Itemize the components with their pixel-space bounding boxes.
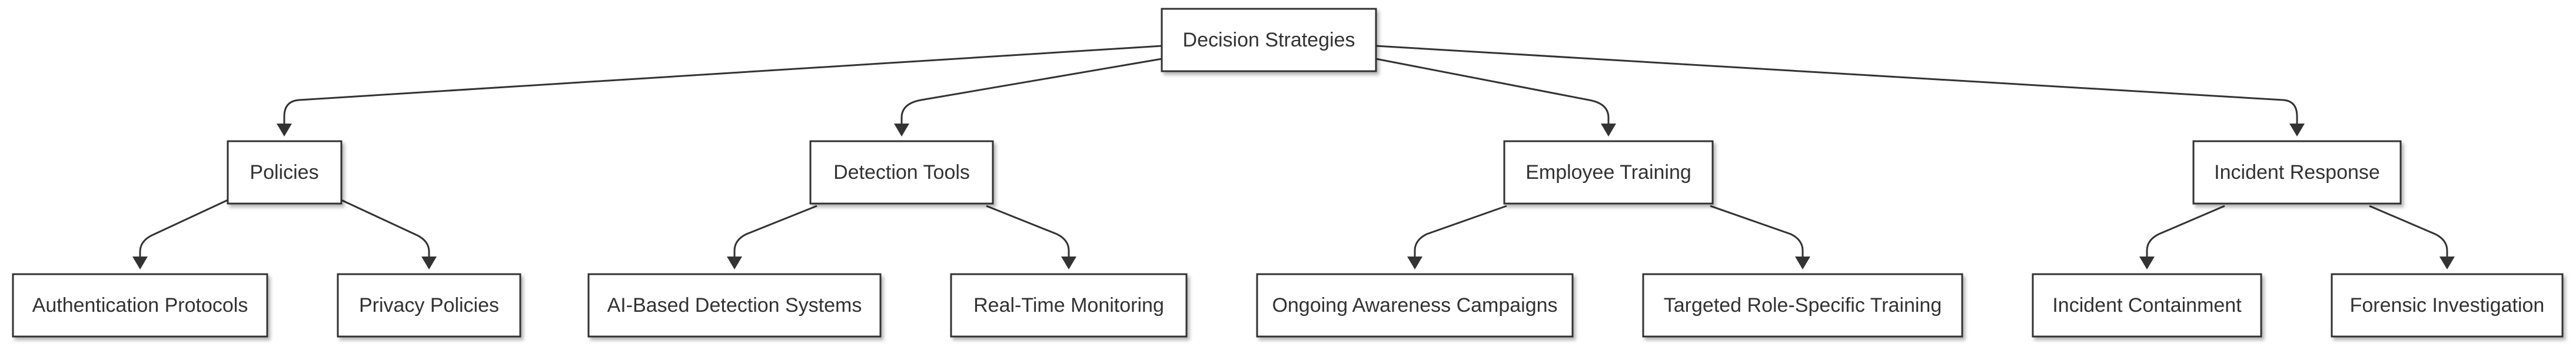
edge-detection-ai (733, 205, 817, 257)
edge-training-targeted (1710, 205, 1804, 257)
edge-detection-realtime (986, 205, 1070, 257)
edges (132, 45, 2455, 269)
node-label: Authentication Protocols (32, 294, 248, 317)
node-forensic-investigation: Forensic Investigation (2331, 273, 2564, 338)
node-employee-training: Employee Training (1503, 140, 1714, 205)
node-label: Incident Containment (2052, 294, 2242, 317)
arrowhead-privacy (421, 257, 437, 269)
arrowhead-realtime (1061, 257, 1076, 269)
arrowhead-training (1601, 124, 1616, 136)
node-policies: Policies (227, 140, 343, 205)
arrowhead-incident (2289, 124, 2305, 136)
node-label: AI-Based Detection Systems (607, 294, 862, 317)
node-label: Decision Strategies (1183, 29, 1355, 51)
edge-incident-containment (2146, 205, 2225, 257)
edge-decision-policies (283, 45, 1162, 124)
arrowhead-forensic (2439, 257, 2455, 269)
nodes: Decision Strategies Policies Detection T… (12, 8, 2564, 338)
arrowhead-awareness (1407, 257, 1422, 269)
edge-decision-detection (900, 58, 1162, 124)
node-label: Policies (250, 161, 318, 184)
node-authentication-protocols: Authentication Protocols (12, 273, 268, 338)
edge-training-awareness (1414, 205, 1507, 257)
edge-policies-auth (139, 199, 228, 257)
node-label: Detection Tools (833, 161, 970, 184)
arrowhead-policies (277, 124, 292, 136)
node-targeted-role-specific-training: Targeted Role-Specific Training (1642, 273, 1963, 338)
node-label: Targeted Role-Specific Training (1664, 294, 1942, 317)
edge-decision-incident (1375, 45, 2298, 124)
node-real-time-monitoring: Real-Time Monitoring (950, 273, 1188, 338)
node-label: Incident Response (2214, 161, 2380, 184)
edge-incident-forensic (2369, 205, 2448, 257)
node-ai-based-detection-systems: AI-Based Detection Systems (587, 273, 882, 338)
arrowhead-auth (132, 257, 148, 269)
node-privacy-policies: Privacy Policies (337, 273, 521, 338)
arrowhead-containment (2139, 257, 2155, 269)
node-ongoing-awareness-campaigns: Ongoing Awareness Campaigns (1256, 273, 1574, 338)
node-label: Ongoing Awareness Campaigns (1272, 294, 1557, 317)
node-incident-response: Incident Response (2192, 140, 2402, 205)
arrowhead-ai (727, 257, 742, 269)
node-label: Real-Time Monitoring (973, 294, 1164, 317)
edge-decision-training (1375, 58, 1610, 124)
node-detection-tools: Detection Tools (809, 140, 994, 205)
arrowhead-detection (894, 124, 909, 136)
arrowhead-targeted (1795, 257, 1810, 269)
node-incident-containment: Incident Containment (2032, 273, 2262, 338)
node-label: Privacy Policies (359, 294, 499, 317)
node-label: Forensic Investigation (2350, 294, 2545, 317)
node-decision-strategies: Decision Strategies (1161, 8, 1377, 72)
edge-policies-privacy (341, 199, 430, 257)
node-label: Employee Training (1525, 161, 1691, 184)
